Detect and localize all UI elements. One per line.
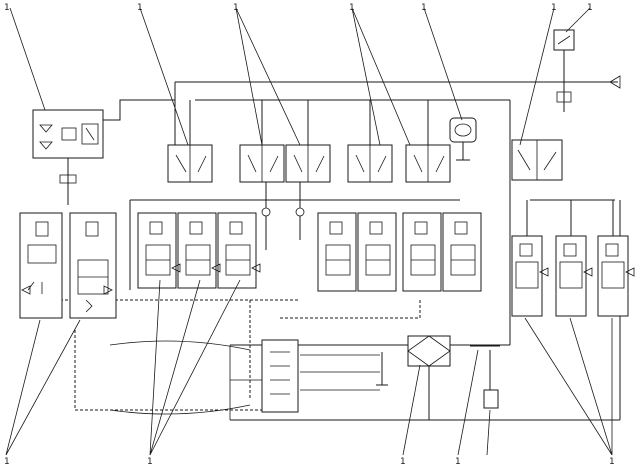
- callout-top-3: 1: [349, 3, 355, 13]
- cylinder-group-middle: [137, 212, 261, 289]
- callout-bottom-right-1: 1: [400, 457, 406, 467]
- callout-top-1: 1: [137, 3, 143, 13]
- leader-bottom-right-2: [457, 349, 479, 456]
- right-control-valve: [511, 29, 621, 181]
- cylinder-group-left: [19, 212, 117, 319]
- leader-lines: [5, 7, 613, 456]
- cylinder-group-center: [261, 182, 482, 292]
- leader-left: [9, 7, 46, 111]
- pressure-gauge: [449, 117, 477, 161]
- valve-bank-bottom: [109, 339, 388, 420]
- callout-bottom-left-2: 1: [147, 457, 153, 467]
- leader-top-4: [423, 7, 463, 121]
- callout-bottom-left-1: 1: [4, 457, 10, 467]
- leader-top-1: [139, 7, 189, 146]
- leader-top-5: [519, 7, 555, 146]
- filter-element: [407, 335, 500, 420]
- leader-bottom-left-2: [149, 279, 241, 456]
- leader-bottom-right-4: [524, 317, 613, 456]
- leader-bottom-left-1: [5, 319, 81, 456]
- pilot-line-3: [74, 330, 300, 411]
- callout-labels: 1 1 1 1 1 1 1 1 1 1 1 1: [4, 3, 615, 467]
- callout-bottom-right-3: 1: [609, 457, 615, 467]
- pilot-line-2: [280, 300, 421, 319]
- callout-left: 1: [4, 3, 10, 13]
- callout-top-6: 1: [587, 3, 593, 13]
- callout-top-5: 1: [551, 3, 557, 13]
- leader-bottom-right-3: [486, 409, 491, 456]
- callout-top-2: 1: [233, 3, 239, 13]
- callout-bottom-right-2: 1: [455, 457, 461, 467]
- leader-bottom-right-1: [402, 364, 421, 456]
- callout-top-4: 1: [421, 3, 427, 13]
- leader-top-6: [565, 7, 591, 33]
- leader-top-3: [351, 7, 411, 146]
- leader-top-2: [235, 7, 301, 146]
- air-treatment-unit: [32, 99, 175, 205]
- valve-row-top: [167, 100, 451, 183]
- cylinder-group-right: [511, 200, 635, 317]
